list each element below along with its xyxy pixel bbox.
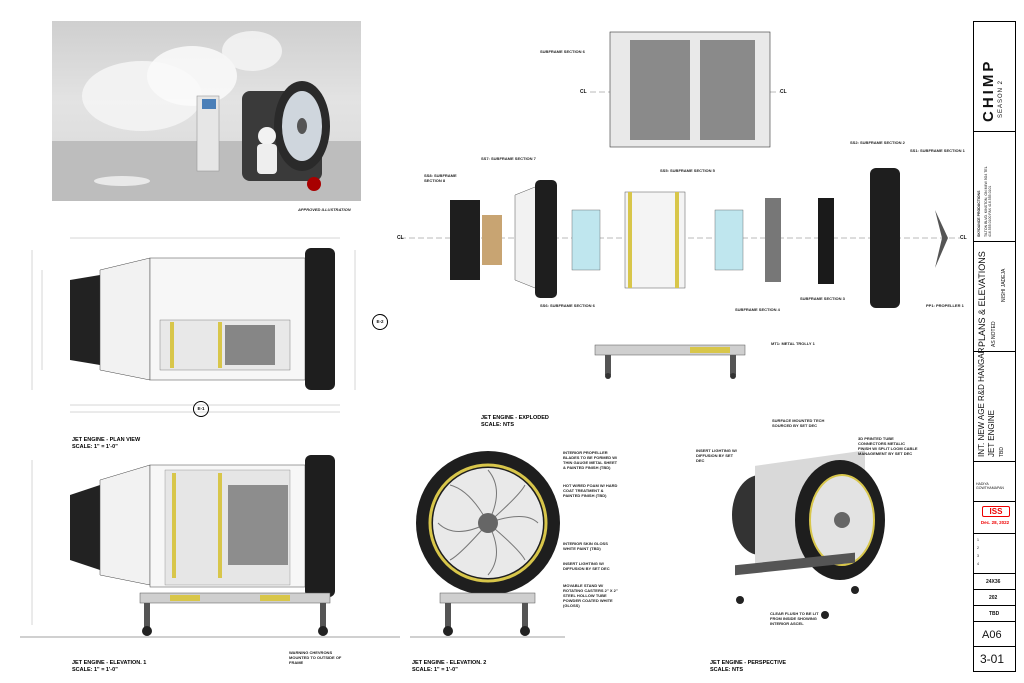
note-3d-printed: 3D PRINTED TUBE CONNECTORS METALIC FINIS… — [858, 436, 918, 456]
elevation1-title-text: JET ENGINE - ELEVATION. 1 — [72, 660, 147, 666]
elevation1-title: JET ENGINE - ELEVATION. 1 SCALE: 1" = 1'… — [72, 660, 146, 674]
marker-e1: E-1 — [193, 401, 209, 417]
exploded-scale-text: SCALE: NTS — [481, 422, 514, 428]
note-movable-stand: MOVABLE STAND W/ ROTATING CASTERS 2" X 2… — [563, 583, 618, 608]
label-ss6-top: SUBFRAME SECTION 6 — [540, 49, 585, 54]
label-ss5: SS5: SUBFRAME SECTION 5 — [660, 168, 715, 173]
location-value: TBD — [989, 611, 1000, 617]
title-block-designer: HADIYA GOWTHAMAPAN — [974, 462, 1015, 502]
cl-label-left: CL — [397, 235, 404, 241]
episode-value: TBD — [999, 447, 1005, 457]
label-mt1: MT1: METAL TROLLY 1 — [771, 341, 815, 346]
title-block-size: 24X36 — [974, 574, 1015, 590]
sheet-size: 24X36 — [986, 579, 1001, 585]
exploded-title: JET ENGINE - EXPLODED SCALE: NTS — [481, 415, 549, 429]
iss-stamp: ISS — [982, 506, 1010, 517]
title-block-company: SKYDANCE PRODUCTIONS TILTON BLVD. KINSTO… — [974, 132, 1015, 242]
plan-scale-text: SCALE: 1" = 1'-0" — [72, 444, 118, 450]
marker-e2: E-2 — [372, 314, 388, 330]
scale-value: AS NOTED — [991, 321, 997, 347]
note-interior-skin: INTERIOR SKIN GLOSS WHITE PAINT (TBD) — [563, 541, 608, 551]
elevation1-scale-text: SCALE: 1" = 1'-0" — [72, 667, 118, 673]
cl-label-top-left: CL — [580, 89, 587, 95]
perspective-scale-text: SCALE: NTS — [710, 667, 743, 673]
approved-illustration — [52, 21, 361, 201]
company-address: TILTON BLVD. KINSTON, ON M4W 5G4 TEL 416… — [984, 166, 993, 237]
perspective-title: JET ENGINE - PERSPECTIVE SCALE: NTS — [710, 660, 786, 674]
elevation2-title: JET ENGINE - ELEVATION. 2 SCALE: 1" = 1'… — [412, 660, 486, 674]
note-clear-flush: CLEAR FLUSH TO BE LIT FROM INSIDE SHOWIN… — [770, 611, 819, 626]
designer-name: HADIYA GOWTHAMAPAN — [976, 482, 1004, 491]
title-block: CHIMP SEASON 2 SKYDANCE PRODUCTIONS TILT… — [973, 21, 1016, 672]
note-insert-lighting: INSERT LIGHTING W/ DIFFUSION BY SET DEC — [563, 561, 610, 571]
illustration-caption: APPROVED ILLUSTRATION — [298, 207, 351, 212]
company-name: SKYDANCE PRODUCTIONS — [977, 190, 981, 237]
title-block-issue: ISS Dec. 28, 2022 — [974, 502, 1015, 534]
show-logo: CHIMP — [980, 58, 997, 122]
elevation2-title-text: JET ENGINE - ELEVATION. 2 — [412, 660, 487, 666]
drawing-label: PLANS & ELEVATIONS — [977, 251, 987, 347]
plan-view-drawing — [31, 237, 356, 413]
label-ss4: SUBFRAME SECTION 4 — [735, 307, 780, 312]
title-block-revisions: 1 2 3 4 — [974, 534, 1015, 574]
elevation2-scale-text: SCALE: 1" = 1'-0" — [412, 667, 458, 673]
page-number: 3-01 — [980, 652, 1005, 666]
subject-name: JET ENGINE — [987, 410, 996, 457]
label-ss7: SS7: SUBFRAME SECTION 7 — [481, 156, 536, 161]
set-number: 202 — [989, 595, 998, 601]
season-label: SEASON 2 — [998, 79, 1004, 118]
cl-label-right: CL — [960, 235, 967, 241]
title-block-set: INT. NEW AGE R&D HANGAR JET ENGINE TBD — [974, 348, 1015, 462]
plan-view-title: JET ENGINE - PLAN VIEW SCALE: 1" = 1'-0" — [72, 437, 140, 451]
label-ss1: SS1: SUBFRAME SECTION 1 — [910, 148, 965, 153]
note-warning-chevrons: WARNING CHEVRONS MOUNTED TO OUTSIDE OF F… — [289, 650, 342, 665]
label-pp1: PP1: PROPELLER 1 — [926, 303, 964, 308]
note-persp-insert: INSERT LIGHTING W/ DIFFUSION BY SET DEC — [696, 448, 737, 463]
title-block-drawing: PLANS & ELEVATIONS AS NOTED NISHI JADEJA — [974, 242, 1015, 352]
perspective-title-text: JET ENGINE - PERSPECTIVE — [710, 660, 787, 666]
note-surface-mounted: SURFACE MOUNTED TECH SOURCED BY SET DEC — [772, 418, 825, 428]
iss-date: Dec. 28, 2022 — [980, 520, 1010, 525]
set-name: INT. NEW AGE R&D HANGAR — [977, 347, 986, 457]
plan-title-text: JET ENGINE - PLAN VIEW — [72, 437, 141, 443]
cl-label-top-right: CL — [780, 89, 787, 95]
sheet-number: A06 — [982, 629, 1002, 641]
label-ss3: SUBFRAME SECTION 3 — [800, 296, 845, 301]
exploded-title-text: JET ENGINE - EXPLODED — [481, 415, 549, 421]
title-block-sheet: A06 — [974, 622, 1015, 647]
title-block-setno: 202 — [974, 590, 1015, 606]
label-ss6-bottom: SS6: SUBFRAME SECTION 6 — [540, 303, 595, 308]
drawn-by: NISHI JADEJA — [1001, 268, 1007, 302]
label-ss8: SS8: SUBFRAME SECTION 8 — [424, 173, 457, 183]
title-block-logo: CHIMP SEASON 2 — [974, 22, 1015, 132]
label-ss2: SS2: SUBFRAME SECTION 2 — [850, 140, 905, 145]
exploded-view-drawing — [400, 31, 960, 379]
title-block-location: TBD — [974, 606, 1015, 622]
elevation1-drawing — [20, 455, 400, 638]
note-propeller-blades: INTERIOR PROPELLER BLADES TO BE FORMED W… — [563, 450, 618, 470]
note-hotwire-foam: HOT WIRED FOAM W/ HARD COAT TREATMENT & … — [563, 483, 618, 498]
elevation2-drawing — [410, 451, 565, 638]
perspective-drawing — [732, 450, 885, 619]
